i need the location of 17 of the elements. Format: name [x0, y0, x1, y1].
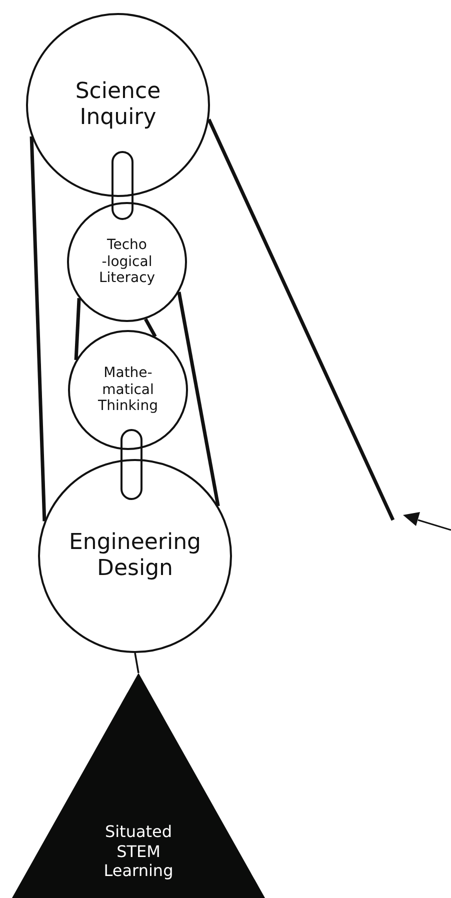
link-connector — [112, 151, 134, 220]
concept-circle — [38, 459, 232, 653]
concept-circle — [68, 330, 188, 450]
connector-line — [134, 652, 140, 674]
node-label: Engineering Design — [68, 530, 202, 582]
node-label: Situated STEM Learning — [102, 822, 174, 880]
connector-line — [74, 298, 81, 360]
link-connector — [120, 429, 142, 500]
connector-line — [144, 318, 157, 338]
node-label: Mathe- matical Thinking — [97, 364, 159, 416]
node-label: Science Inquiry — [74, 78, 162, 132]
connector-line — [177, 292, 220, 506]
connector-line — [30, 136, 46, 522]
concept-circle — [67, 202, 187, 322]
node-label: Techo -logical Literacy — [98, 236, 156, 288]
connector-line — [207, 118, 395, 521]
concept-circle — [26, 13, 210, 197]
